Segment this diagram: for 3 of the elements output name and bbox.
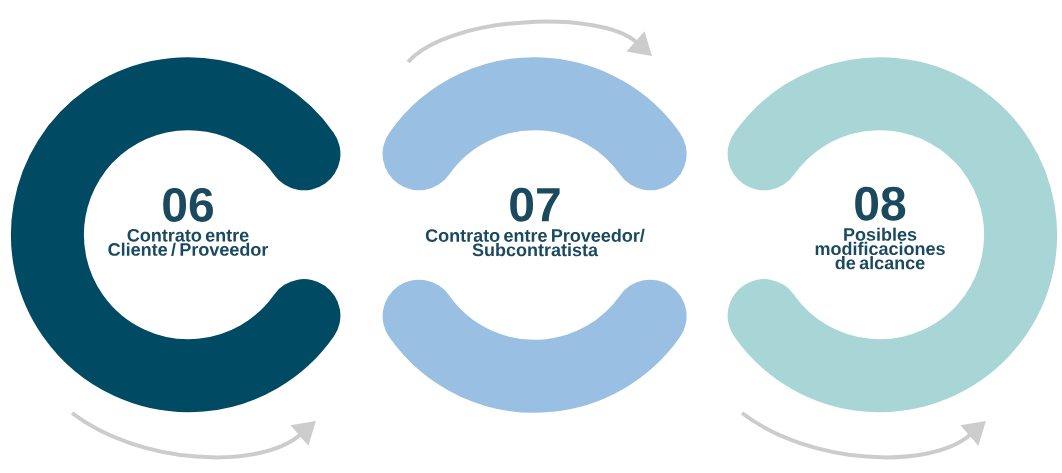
ring-segment: 08 Posibles modificaciones de alcance	[727, 57, 1057, 413]
ring-segment: 07 Contrato entre Proveedor/ Subcontratista	[382, 57, 687, 413]
ring-segment: 06 Contrato entre Cliente / Proveedor	[11, 57, 341, 413]
